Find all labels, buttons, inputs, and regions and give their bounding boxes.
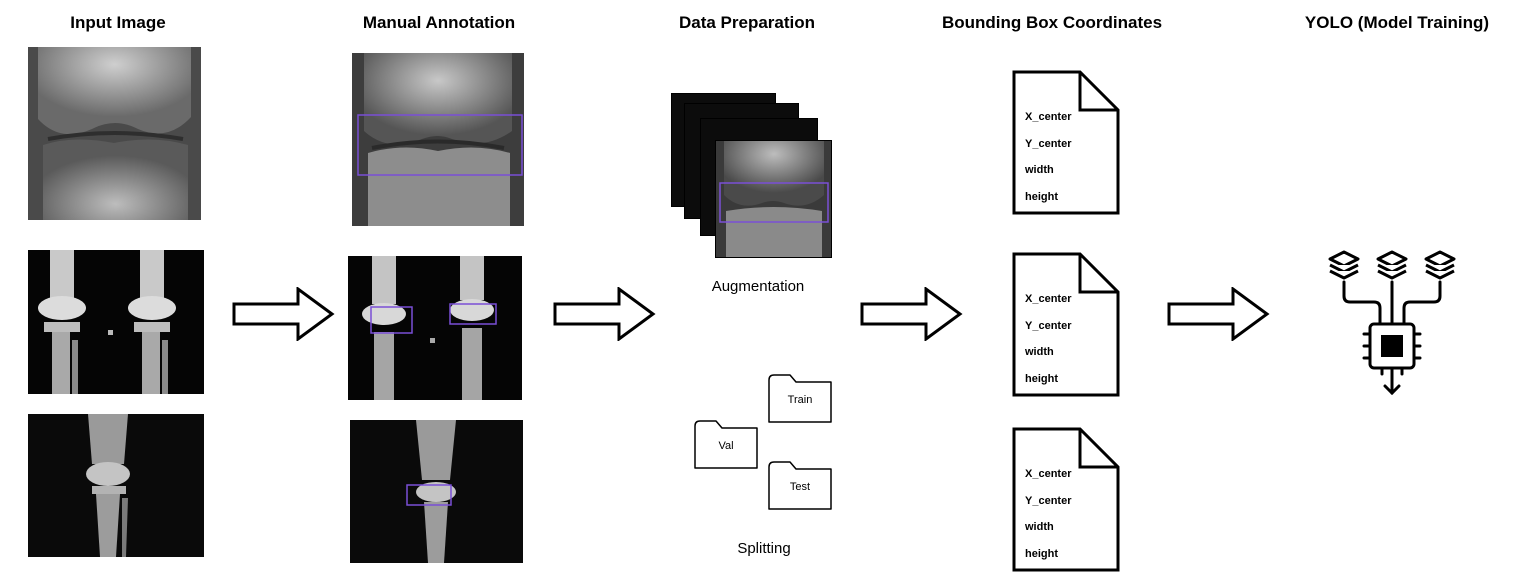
folder-val-label: Val <box>718 440 734 452</box>
folder-test: Test <box>766 459 834 511</box>
document-icon <box>1012 252 1120 397</box>
bbox-field-height: height <box>1025 373 1058 385</box>
document-icon <box>1012 427 1120 572</box>
right-arrow-icon <box>1167 287 1270 341</box>
heading-data-preparation: Data Preparation <box>678 13 816 32</box>
augmented-image-front <box>715 140 832 258</box>
splitting-label: Splitting <box>737 540 791 557</box>
folder-icon <box>768 374 832 423</box>
connector-lines <box>1342 280 1442 326</box>
bbox-field-y-center: Y_center <box>1025 138 1072 150</box>
bbox-field-x-center: X_center <box>1025 111 1072 123</box>
layer-stack-icon <box>1328 250 1360 280</box>
bbox-coordinates-document: X_center Y_center width height <box>1012 70 1120 215</box>
bbox-field-x-center: X_center <box>1025 293 1072 305</box>
heading-manual-annotation: Manual Annotation <box>362 13 516 32</box>
heading-yolo-model-training: YOLO (Model Training) <box>1304 13 1490 32</box>
folder-train: Train <box>766 372 834 424</box>
bbox-field-x-center: X_center <box>1025 468 1072 480</box>
input-xray-bilateral-knees <box>28 250 204 394</box>
bbox-field-y-center: Y_center <box>1025 320 1072 332</box>
right-arrow-icon <box>860 287 963 341</box>
down-arrow-icon <box>1383 366 1401 396</box>
input-xray-single-knee <box>28 47 201 220</box>
annotated-xray-single-knee <box>352 53 524 226</box>
bbox-field-height: height <box>1025 548 1058 560</box>
model-training-icon <box>1328 250 1456 396</box>
bbox-field-width: width <box>1025 164 1054 176</box>
heading-bounding-box-coordinates: Bounding Box Coordinates <box>941 13 1163 32</box>
document-icon <box>1012 70 1120 215</box>
folder-icon <box>694 420 758 469</box>
annotated-xray-bilateral-knees <box>348 256 522 400</box>
heading-input-image: Input Image <box>70 13 166 32</box>
bbox-coordinates-document: X_center Y_center width height <box>1012 252 1120 397</box>
bbox-field-height: height <box>1025 191 1058 203</box>
right-arrow-icon <box>553 287 656 341</box>
augmentation-label: Augmentation <box>711 278 805 295</box>
bbox-field-y-center: Y_center <box>1025 495 1072 507</box>
layer-stack-icon <box>1376 250 1408 280</box>
bbox-coordinates-document: X_center Y_center width height <box>1012 427 1120 572</box>
layer-stack-icon <box>1424 250 1456 280</box>
right-arrow-icon <box>232 287 335 341</box>
folder-train-label: Train <box>787 394 813 406</box>
folder-test-label: Test <box>789 481 811 493</box>
cpu-chip-icon <box>1362 322 1422 376</box>
bbox-field-width: width <box>1025 346 1054 358</box>
folder-icon <box>768 461 832 510</box>
annotated-xray-single-knee-lateral <box>350 420 523 563</box>
input-xray-single-knee-lateral <box>28 414 204 557</box>
bbox-field-width: width <box>1025 521 1054 533</box>
folder-val: Val <box>692 418 760 470</box>
